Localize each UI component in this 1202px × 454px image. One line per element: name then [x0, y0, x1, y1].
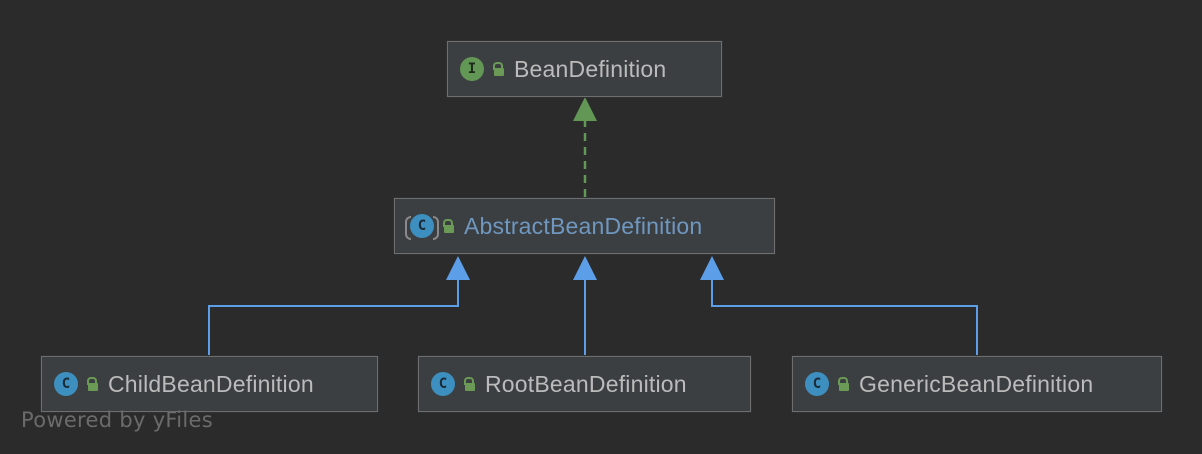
node-child-bean-definition[interactable]: C ChildBeanDefinition — [41, 356, 378, 412]
extends-arrowhead-root — [573, 256, 597, 280]
node-generic-bean-definition[interactable]: C GenericBeanDefinition — [792, 356, 1162, 412]
public-lock-icon — [463, 377, 475, 391]
node-label: BeanDefinition — [514, 55, 667, 82]
node-abstract-bean-definition[interactable]: C AbstractBeanDefinition — [394, 198, 775, 254]
extends-arrowhead-generic — [700, 256, 724, 280]
node-label: GenericBeanDefinition — [859, 370, 1094, 397]
extends-edge-child[interactable] — [208, 256, 470, 356]
extends-arrowhead-child — [446, 256, 470, 280]
extends-edge-root[interactable] — [573, 256, 597, 356]
class-icon: C — [805, 372, 829, 396]
interface-icon: I — [460, 57, 484, 81]
public-lock-icon — [442, 219, 454, 233]
public-lock-icon — [837, 377, 849, 391]
abstract-class-icon: C — [405, 214, 439, 240]
implements-arrowhead — [573, 97, 597, 121]
node-root-bean-definition[interactable]: C RootBeanDefinition — [418, 356, 751, 412]
node-label: RootBeanDefinition — [485, 370, 687, 397]
yfiles-watermark: Powered by yFiles — [21, 408, 213, 432]
class-icon: C — [54, 372, 78, 396]
node-bean-definition[interactable]: I BeanDefinition — [447, 41, 722, 97]
node-label: ChildBeanDefinition — [108, 370, 314, 397]
public-lock-icon — [86, 377, 98, 391]
node-label: AbstractBeanDefinition — [464, 212, 703, 239]
extends-edge-generic[interactable] — [700, 256, 978, 356]
class-icon: C — [431, 372, 455, 396]
implements-edge[interactable] — [573, 97, 597, 197]
public-lock-icon — [492, 62, 504, 76]
